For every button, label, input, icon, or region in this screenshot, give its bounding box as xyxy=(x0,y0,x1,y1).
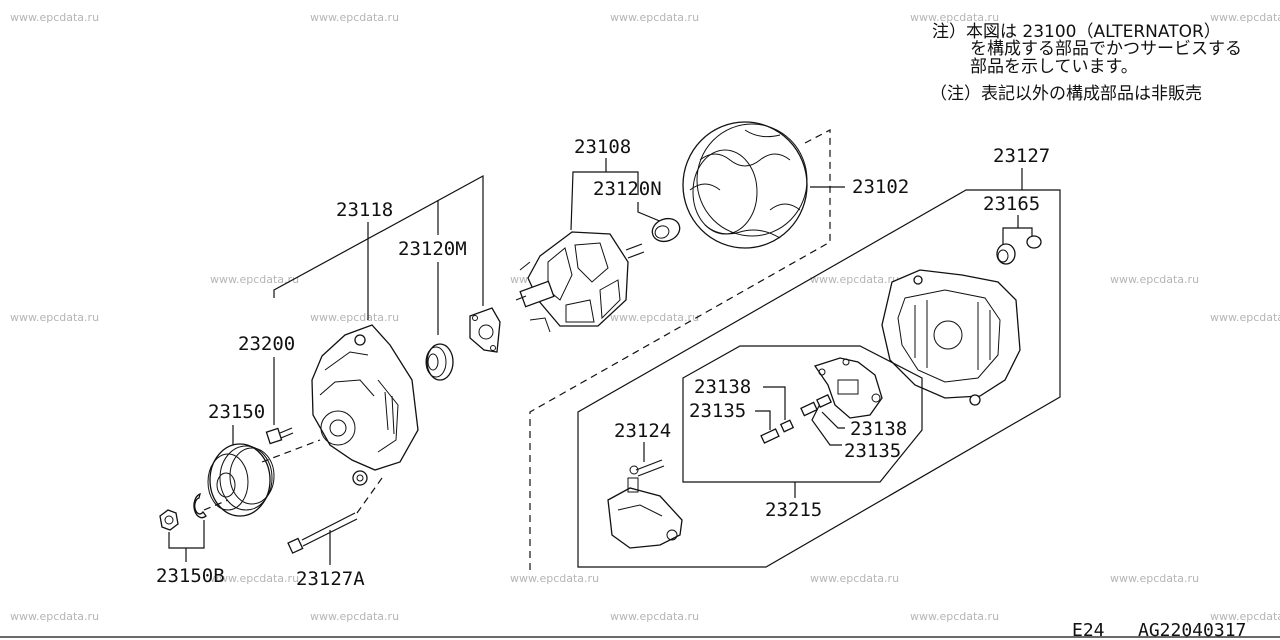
part-label: 23127A xyxy=(296,568,365,590)
insulator-part xyxy=(1026,235,1042,249)
leader-line xyxy=(273,174,484,306)
front-housing-part xyxy=(311,324,419,486)
part-label: 23102 xyxy=(852,176,909,198)
rear-housing-part xyxy=(881,269,1021,406)
cap-nut-part xyxy=(996,243,1016,265)
watermark: www.epcdata.ru xyxy=(310,11,399,24)
watermark: www.epcdata.ru xyxy=(10,311,99,324)
note-line: 注）本図は 23100（ALTERNATOR） xyxy=(932,22,1221,42)
gasket-plate-part xyxy=(469,307,501,353)
assembly-dash-outline xyxy=(529,129,831,570)
watermark: www.epcdata.ru xyxy=(1210,610,1280,623)
leader-line xyxy=(763,386,786,420)
through-bolt-part xyxy=(287,512,358,554)
watermark: www.epcdata.ru xyxy=(310,311,399,324)
rotor-part xyxy=(515,231,645,333)
watermark: www.epcdata.ru xyxy=(910,610,999,623)
notes-block: 注）本図は 23100（ALTERNATOR） を構成する部品でかつサービスする… xyxy=(930,22,1242,104)
brush-holder-part xyxy=(607,459,683,549)
note-line: （注）表記以外の構成部品は非販売 xyxy=(930,84,1202,104)
part-label: 23124 xyxy=(614,420,671,442)
pulley-part xyxy=(207,443,275,517)
part-label: 23135 xyxy=(844,440,901,462)
rear-bearing-part xyxy=(651,217,681,243)
leader-line xyxy=(811,403,842,446)
note-line: を構成する部品でかつサービスする xyxy=(970,39,1242,59)
part-label: 23118 xyxy=(336,199,393,221)
watermark: www.epcdata.ru xyxy=(310,610,399,623)
watermark: www.epcdata.ru xyxy=(610,311,699,324)
leader-line xyxy=(637,202,663,223)
watermark: www.epcdata.ru xyxy=(910,11,999,24)
note-line: 部品を示しています。 xyxy=(970,57,1138,77)
part-label: 23127 xyxy=(993,145,1050,167)
leader-line xyxy=(821,411,845,429)
axis-dash xyxy=(203,499,229,511)
screw-left-part xyxy=(760,419,795,444)
watermark: www.epcdata.ru xyxy=(1110,572,1199,585)
watermark: www.epcdata.ru xyxy=(210,572,299,585)
part-labels: 23108 23120N 23102 23127 23165 23118 231… xyxy=(156,136,1050,590)
screw-right-part xyxy=(800,393,832,417)
watermark: www.epcdata.ru xyxy=(10,610,99,623)
regulator-subgroup-frame xyxy=(682,345,923,483)
illustration-code: AG22040317 xyxy=(1138,620,1246,640)
watermark: www.epcdata.ru xyxy=(210,273,299,286)
watermark: www.epcdata.ru xyxy=(510,572,599,585)
part-label: 23135 xyxy=(689,400,746,422)
watermark: www.epcdata.ru xyxy=(610,11,699,24)
part-label: 23165 xyxy=(983,193,1040,215)
part-label: 23150B xyxy=(156,565,225,587)
part-label: 23138 xyxy=(850,418,907,440)
watermark: www.epcdata.ru xyxy=(1110,273,1199,286)
part-label: 23120N xyxy=(593,178,662,200)
watermark: www.epcdata.ru xyxy=(1210,11,1280,24)
watermark: www.epcdata.ru xyxy=(810,273,899,286)
rear-group-frame xyxy=(577,189,1061,568)
stator-part xyxy=(682,121,808,249)
axis-dash xyxy=(261,439,321,463)
nut-part xyxy=(159,509,179,531)
part-label: 23120M xyxy=(398,238,467,260)
part-label: 23138 xyxy=(694,376,751,398)
lock-washer-part xyxy=(193,492,207,519)
front-bearing-part xyxy=(425,343,454,381)
watermark: www.epcdata.ru xyxy=(810,572,899,585)
watermark: www.epcdata.ru xyxy=(610,610,699,623)
section-code: E24 xyxy=(1072,620,1105,640)
leader-line xyxy=(755,410,771,430)
watermark: www.epcdata.ru xyxy=(10,11,99,24)
bolt-23200-part xyxy=(265,427,294,445)
part-label: 23215 xyxy=(765,499,822,521)
watermark: www.epcdata.ru xyxy=(1210,311,1280,324)
part-label: 23150 xyxy=(208,401,265,423)
part-label: 23108 xyxy=(574,136,631,158)
ic-regulator-part xyxy=(813,357,883,419)
part-label: 23200 xyxy=(238,333,295,355)
